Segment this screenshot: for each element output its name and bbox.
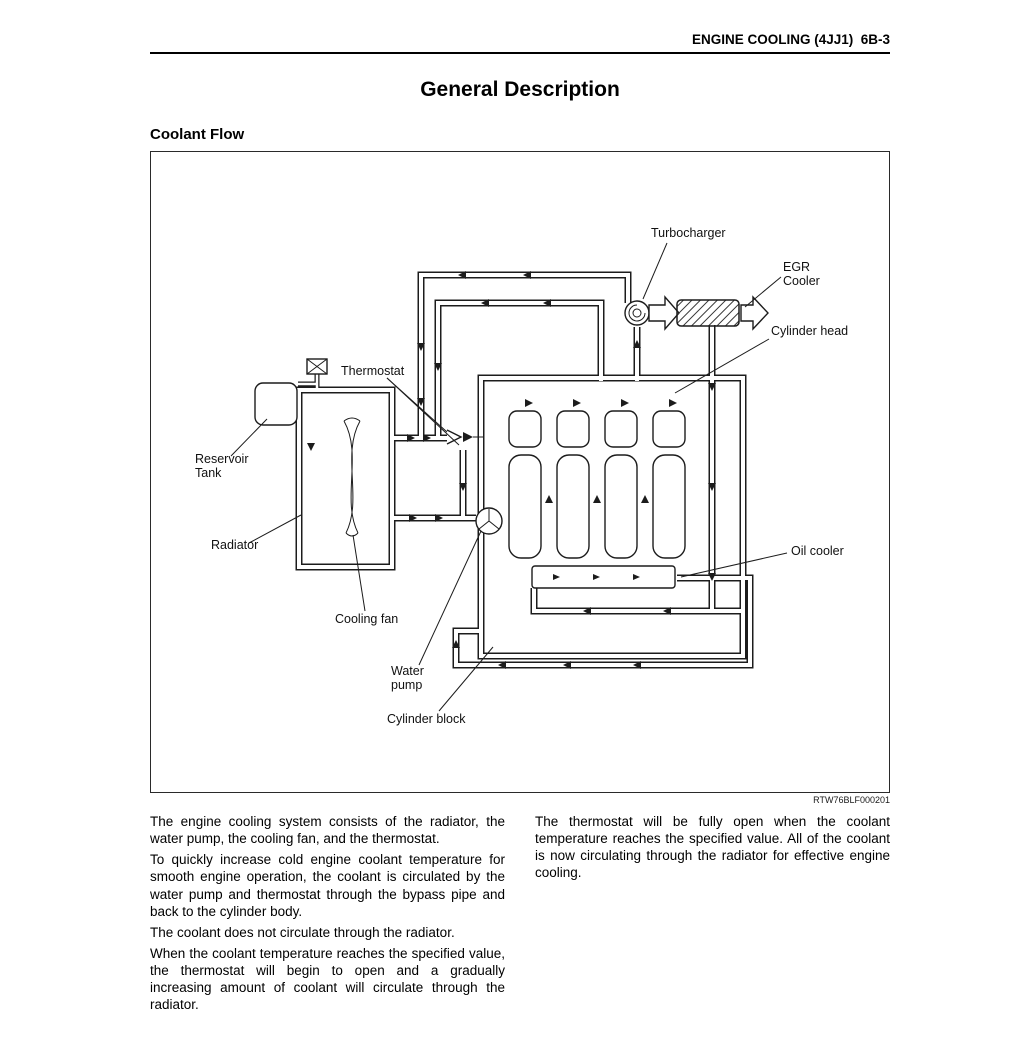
body-paragraph: The thermostat will be fully open when t… [535,814,890,881]
reservoir-tank-shape [254,382,298,426]
diagram-labels: Turbocharger EGR Cooler Cylinder head Th… [195,226,848,726]
label-reservoir-2: Tank [195,466,222,480]
label-water-pump-1: Water [391,664,424,678]
cylinder-block-passages [508,454,686,559]
label-oil-cooler: Oil cooler [791,544,844,558]
body-paragraph: When the coolant temperature reaches the… [150,945,505,1013]
column-left: The engine cooling system consists of th… [150,813,505,1018]
label-water-pump-2: pump [391,678,422,692]
label-cooling-fan: Cooling fan [335,612,398,626]
body-paragraph: The coolant does not circulate through t… [150,924,455,940]
label-egr-2: Cooler [783,274,820,288]
label-thermostat: Thermostat [341,364,405,378]
figure-code: RTW76BLF000201 [813,795,890,805]
label-turbocharger: Turbocharger [651,226,726,240]
cooling-fan-icon [343,417,361,537]
column-right: The thermostat will be fully open when t… [535,813,890,1018]
page-title: General Description [420,78,620,101]
radiator-cap-icon [306,358,328,375]
flow-arrows [307,271,716,669]
label-reservoir-1: Reservoir [195,452,249,466]
cylinder-head-passages [508,410,686,448]
body-paragraph: The engine cooling system consists of th… [150,814,505,847]
body-columns: The engine cooling system consists of th… [150,813,890,1018]
oil-cooler-shape [531,565,676,589]
page-content: ENGINE COOLING (4JJ1) 6B-3 General Descr… [150,32,890,1018]
page-header: ENGINE COOLING (4JJ1) 6B-3 [150,32,890,54]
water-pump-icon [475,507,503,535]
label-egr-1: EGR [783,260,810,274]
label-cylinder-block: Cylinder block [387,712,466,726]
egr-cooler-shape [676,295,769,331]
label-cylinder-head: Cylinder head [771,324,848,338]
label-leaders [230,242,788,712]
figure-frame: Turbocharger EGR Cooler Cylinder head Th… [150,151,890,793]
body-paragraph: To quickly increase cold engine coolant … [150,852,505,919]
turbocharger-icon [624,295,680,331]
coolant-flow-diagram: Turbocharger EGR Cooler Cylinder head Th… [195,226,848,726]
thermostat-icon [446,429,483,445]
label-radiator: Radiator [211,538,258,552]
section-heading: Coolant Flow [150,126,245,143]
